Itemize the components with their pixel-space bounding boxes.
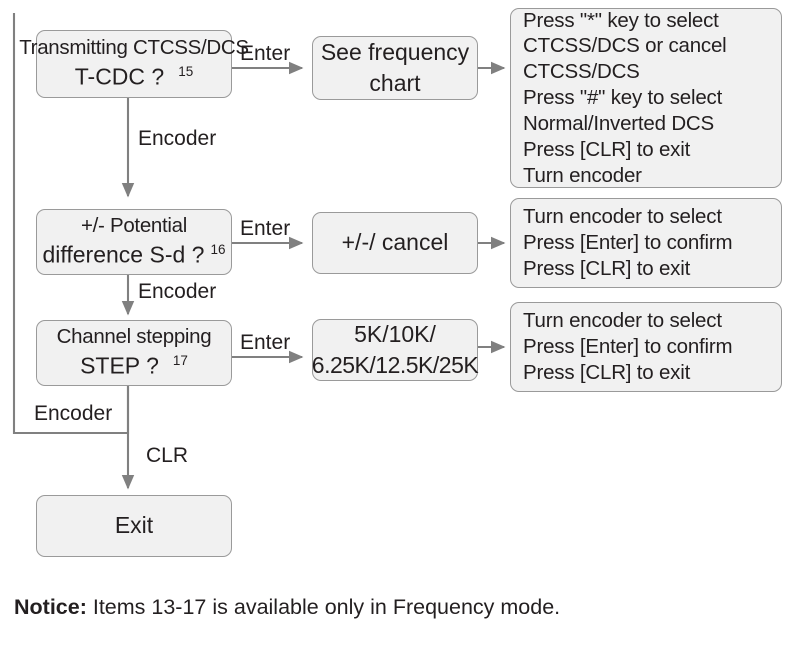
menu-node-step-index: 17 bbox=[172, 353, 188, 369]
note-node-step: Turn encoder to select Press [Enter] to … bbox=[510, 302, 782, 392]
edge-label-encoder-2: Encoder bbox=[138, 280, 217, 303]
value-node-step-values-line2: 6.25K/12.5K/25K bbox=[311, 351, 479, 378]
note-line: Press [CLR] to exit bbox=[523, 256, 691, 280]
note-line: Press [CLR] to exit bbox=[523, 137, 691, 161]
menu-node-s-d-label: difference S-d ? bbox=[42, 241, 205, 268]
note-line: Press [Enter] to confirm bbox=[523, 335, 733, 359]
note-line: Press "#" key to select bbox=[523, 86, 723, 110]
note-line: Press "*" key to select bbox=[523, 8, 719, 32]
value-node-plus-minus-cancel-line1: +/-/ cancel bbox=[341, 229, 449, 256]
exit-node[interactable]: Exit bbox=[36, 495, 232, 557]
menu-node-s-d-line2: difference S-d ? 16 bbox=[43, 242, 226, 268]
menu-node-step-line1: Channel stepping bbox=[56, 325, 212, 349]
note-line: CTCSS/DCS bbox=[523, 60, 640, 84]
note-node-s-d: Turn encoder to select Press [Enter] to … bbox=[510, 198, 782, 288]
note-line: Press [Enter] to confirm bbox=[523, 231, 733, 255]
value-node-step-values-line1: 5K/10K/ bbox=[354, 320, 436, 347]
edge-label-encoder-3: Encoder bbox=[34, 402, 113, 425]
value-node-freq-chart-line1: See frequency bbox=[320, 38, 470, 65]
edge-label-enter-1: Enter bbox=[240, 42, 291, 65]
menu-node-s-d-line1: +/- Potential bbox=[80, 214, 188, 238]
menu-node-t-cdc-index: 15 bbox=[178, 64, 194, 80]
note-line: CTCSS/DCS or cancel bbox=[523, 34, 727, 58]
menu-node-step[interactable]: Channel stepping STEP ? 17 bbox=[36, 320, 232, 386]
menu-node-s-d[interactable]: +/- Potential difference S-d ? 16 bbox=[36, 209, 232, 275]
note-node-ctcss: Press "*" key to select CTCSS/DCS or can… bbox=[510, 8, 782, 188]
menu-node-t-cdc[interactable]: Transmitting CTCSS/DCS T-CDC ? 15 bbox=[19, 30, 249, 98]
exit-node-label: Exit bbox=[114, 512, 154, 539]
note-line: Turn encoder to select bbox=[523, 309, 722, 333]
edge-label-encoder-1: Encoder bbox=[138, 127, 217, 150]
notice-text: Notice: Items 13-17 is available only in… bbox=[14, 595, 560, 621]
note-line: Turn encoder bbox=[523, 163, 642, 187]
menu-node-t-cdc-label: T-CDC ? bbox=[74, 63, 165, 90]
note-line: Press [CLR] to exit bbox=[523, 360, 691, 384]
menu-node-step-line2: STEP ? 17 bbox=[80, 353, 188, 379]
menu-node-s-d-index: 16 bbox=[210, 242, 226, 258]
edge-label-enter-2: Enter bbox=[240, 217, 291, 240]
note-line: Normal/Inverted DCS bbox=[523, 111, 715, 135]
menu-node-step-label: STEP ? bbox=[80, 352, 159, 379]
value-node-freq-chart[interactable]: See frequency chart bbox=[312, 36, 478, 100]
edge-label-enter-3: Enter bbox=[240, 331, 291, 354]
notice-body: Items 13-17 is available only in Frequen… bbox=[92, 595, 561, 619]
menu-node-t-cdc-line2: T-CDC ? 15 bbox=[75, 64, 193, 90]
menu-node-t-cdc-line1: Transmitting CTCSS/DCS bbox=[19, 36, 249, 60]
edge-label-clr: CLR bbox=[146, 444, 189, 467]
value-node-step-values[interactable]: 5K/10K/ 6.25K/12.5K/25K bbox=[311, 319, 479, 381]
value-node-plus-minus-cancel[interactable]: +/-/ cancel bbox=[312, 212, 478, 274]
notice-label: Notice: bbox=[14, 595, 87, 619]
value-node-freq-chart-line2: chart bbox=[369, 69, 421, 96]
note-line: Turn encoder to select bbox=[523, 205, 722, 229]
